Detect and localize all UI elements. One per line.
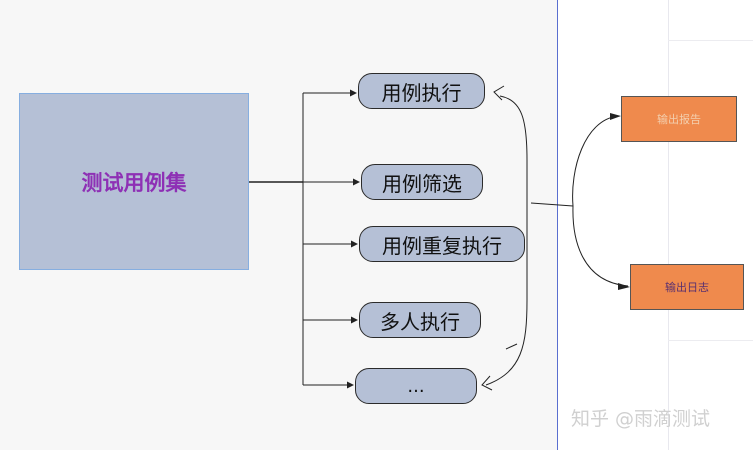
right-canvas-panel: [557, 0, 753, 450]
watermark: 知乎 @雨滴测试: [571, 408, 711, 430]
branch-node-filter: 用例筛选: [361, 164, 483, 200]
connector-output-bottom: [572, 205, 629, 287]
brace-hook-bottom: [481, 375, 493, 391]
root-node-label: 测试用例集: [81, 170, 187, 195]
root-node: 测试用例集: [19, 93, 249, 270]
branch-node-execute: 用例执行: [358, 73, 485, 109]
brace-hook-top: [493, 85, 505, 101]
arrow-head-bottom: [618, 283, 630, 290]
branch-node-multi-user: 多人执行: [359, 302, 481, 338]
connector-to-outputs: [530, 202, 574, 207]
grid-line: [668, 40, 753, 41]
branch-node-repeat: 用例重复执行: [359, 226, 525, 262]
output-node-log: 输出日志: [630, 264, 744, 310]
brace-tick: [505, 343, 518, 350]
connector-output-top: [572, 115, 619, 207]
output-node-report: 输出报告: [621, 96, 737, 142]
branch-node-more: ...: [355, 368, 477, 404]
arrow-head-top: [610, 113, 621, 120]
hand-drawn-brace: [485, 95, 528, 386]
grid-line: [668, 0, 669, 450]
grid-line: [668, 340, 753, 341]
